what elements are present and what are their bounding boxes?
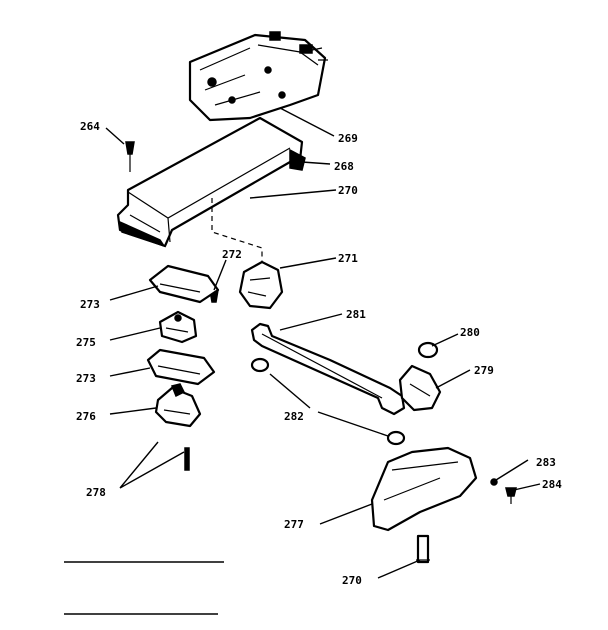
label-275: 275 xyxy=(76,336,96,349)
part-277-cover xyxy=(370,446,478,532)
label-282: 282 xyxy=(284,410,304,423)
label-279: 279 xyxy=(474,364,494,377)
label-280: 280 xyxy=(460,326,480,339)
part-268-bracket xyxy=(116,116,306,248)
label-284: 284 xyxy=(542,478,562,491)
label-281: 281 xyxy=(346,308,366,321)
label-271: 271 xyxy=(338,252,358,265)
label-273-upper: 273 xyxy=(80,298,100,311)
label-269: 269 xyxy=(338,132,358,145)
label-273-lower: 273 xyxy=(76,372,96,385)
part-264-screw-top xyxy=(125,141,135,172)
part-282-washers xyxy=(250,357,406,446)
part-275-thermostat xyxy=(158,310,198,344)
part-281-link-arm xyxy=(250,322,406,416)
label-277: 277 xyxy=(284,518,304,531)
part-271-grommet xyxy=(238,260,284,310)
label-270-bottom: 270 xyxy=(342,574,362,587)
part-276-switch xyxy=(154,383,202,428)
label-272: 272 xyxy=(222,248,242,261)
part-270-pins xyxy=(184,447,190,471)
label-270-top: 270 xyxy=(338,184,358,197)
part-273-gasket-lower xyxy=(146,348,216,386)
part-279-damper xyxy=(398,364,442,412)
part-273-gasket-upper xyxy=(148,264,220,304)
label-283: 283 xyxy=(536,456,556,469)
assembly-line-bracket xyxy=(211,198,263,262)
leader-lines xyxy=(105,107,541,579)
part-269-motor xyxy=(188,31,328,122)
label-264-top: 264 xyxy=(80,120,100,133)
label-276: 276 xyxy=(76,410,96,423)
part-283-screw xyxy=(490,478,498,486)
label-268: 268 xyxy=(334,160,354,173)
part-284-screw-right xyxy=(505,487,517,504)
label-278: 278 xyxy=(86,486,106,499)
part-278-pin xyxy=(416,534,430,564)
